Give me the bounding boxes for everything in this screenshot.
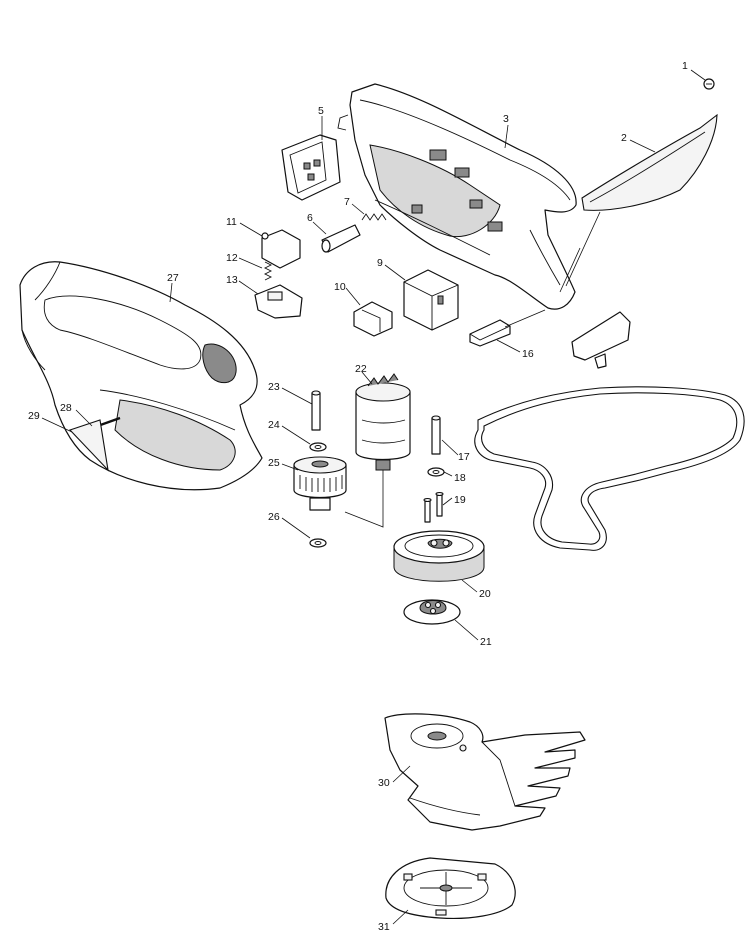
part-5-switch-plate <box>281 134 341 201</box>
callout-5: 5 <box>318 105 324 117</box>
cable-loop <box>474 386 745 551</box>
callout-21: 21 <box>480 636 492 648</box>
callout-12: 12 <box>226 252 238 264</box>
callout-9: 9 <box>377 257 383 269</box>
part-23-shaft <box>311 390 321 431</box>
callout-1: 1 <box>682 60 688 72</box>
callout-2: 2 <box>621 132 627 144</box>
part-11-microswitch <box>261 229 301 269</box>
part-9-controller <box>403 269 459 331</box>
part-25-gear <box>293 456 347 511</box>
part-2-cover <box>581 113 718 211</box>
part-6-pin <box>321 224 361 253</box>
callout-18: 18 <box>454 472 466 484</box>
part-12-spring <box>263 261 273 281</box>
part-1-screw <box>703 78 715 90</box>
part-13-button <box>254 284 303 319</box>
makita-label-tag: makita <box>571 311 631 369</box>
callout-27: 27 <box>167 272 179 284</box>
part-22-motor <box>355 373 411 471</box>
callout-13: 13 <box>226 274 238 286</box>
part-19-pins <box>423 491 444 523</box>
part-30-shear-blade <box>384 713 586 831</box>
callout-31: 31 <box>378 921 390 933</box>
callout-6: 6 <box>307 212 313 224</box>
callout-22: 22 <box>355 363 367 375</box>
callout-24: 24 <box>268 419 280 431</box>
part-3-housing <box>337 83 577 310</box>
callout-11: 11 <box>226 216 237 228</box>
leader-lines <box>41 69 706 925</box>
callout-3: 3 <box>503 113 509 125</box>
part-29-label <box>69 419 109 472</box>
callout-25: 25 <box>268 457 280 469</box>
callout-16: 16 <box>522 348 534 360</box>
callout-17: 17 <box>458 451 470 463</box>
part-17-shaft <box>431 415 441 455</box>
part-27-handle-housing <box>19 261 263 491</box>
part-18-washer <box>427 467 445 477</box>
part-20-large-gear <box>393 530 485 582</box>
callout-23: 23 <box>268 381 280 393</box>
part-31-blade-cover <box>385 857 516 920</box>
callout-7: 7 <box>344 196 350 208</box>
callout-30: 30 <box>378 777 390 789</box>
callout-20: 20 <box>479 588 491 600</box>
part-21-eccentric-plate <box>403 599 461 625</box>
callout-28: 28 <box>60 402 72 414</box>
callout-10: 10 <box>334 281 346 293</box>
callout-29: 29 <box>28 410 40 422</box>
part-24-washer <box>309 442 327 452</box>
part-26-washer <box>309 538 327 548</box>
part-16-block <box>469 319 511 347</box>
callout-26: 26 <box>268 511 280 523</box>
part-10-bracket <box>353 301 393 337</box>
callout-labels: 1 2 3 5 6 7 9 10 11 12 13 16 17 18 19 20… <box>28 60 688 933</box>
part-7-spring <box>361 213 387 221</box>
callout-19: 19 <box>454 494 466 506</box>
